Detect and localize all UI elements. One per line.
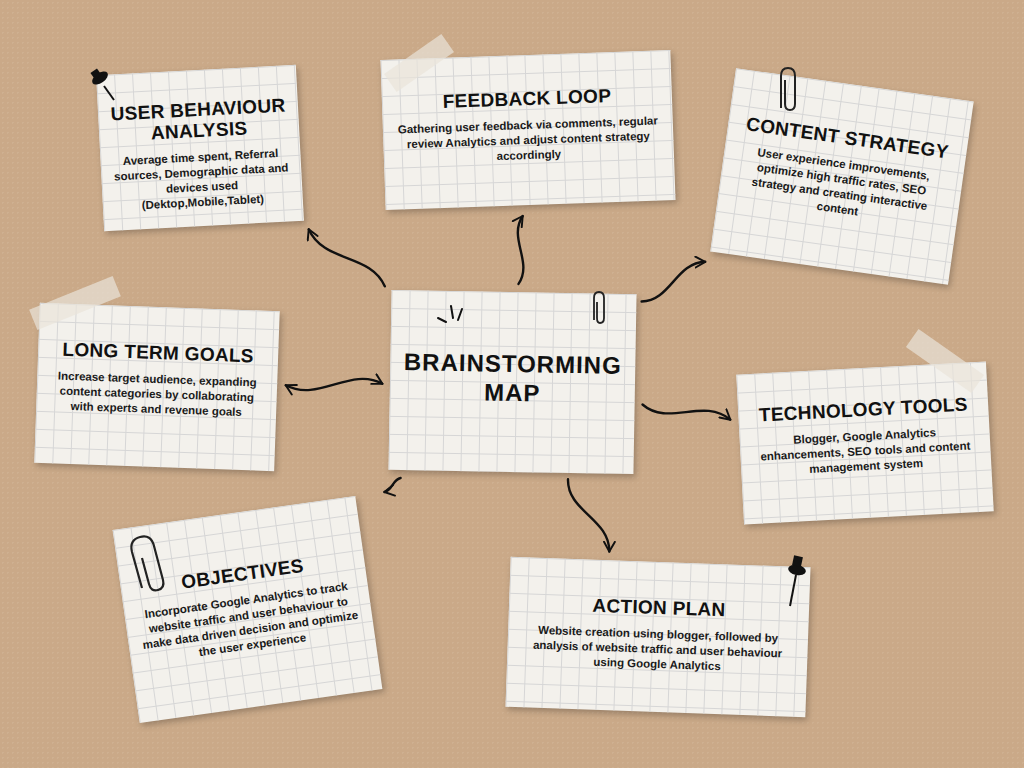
curly-arrow — [384, 478, 400, 492]
card-body: Average time spent, Referral sources, De… — [112, 145, 291, 214]
card-heading: TECHNOLOGY TOOLS — [750, 394, 977, 427]
note-card: ACTION PLANWebsite creation using blogge… — [505, 557, 810, 717]
central-note: BRAINSTORMING MAP — [388, 290, 636, 474]
push-pin — [787, 555, 807, 606]
tape-strip — [29, 276, 121, 330]
tape-strip — [384, 34, 454, 92]
curly-arrow — [643, 405, 731, 420]
note-card: OBJECTIVESIncorporate Google Analytics t… — [113, 496, 383, 723]
card-body: Blogger, Google Analytics enhancements, … — [751, 423, 979, 480]
card-heading: LONG TERM GOALS — [50, 339, 267, 367]
paper-clip — [131, 536, 163, 590]
note-card: FEEDBACK LOOPGathering user feedback via… — [380, 50, 675, 210]
paper-clip — [781, 68, 795, 110]
push-pin — [90, 68, 114, 100]
card-body: Website creation using blogger, followed… — [519, 622, 796, 676]
card-heading: FEEDBACK LOOP — [394, 84, 661, 114]
curly-arrow — [309, 229, 385, 286]
note-card: USER BEHAVIOUR ANALYSISAverage time spen… — [96, 65, 304, 231]
curly-arrow — [518, 216, 524, 284]
card-body: Increase target audience, expanding cont… — [48, 368, 265, 420]
note-card: CONTENT STRATEGYUser experience improvem… — [710, 68, 973, 285]
note-card: TECHNOLOGY TOOLSBlogger, Google Analytic… — [736, 362, 994, 525]
curly-arrow — [286, 379, 383, 390]
card-heading: ACTION PLAN — [521, 593, 798, 624]
card-heading: USER BEHAVIOUR ANALYSIS — [110, 95, 288, 146]
card-body: Gathering user feedback via comments, re… — [395, 113, 662, 167]
card-body: Incorporate Google Analytics to track we… — [136, 578, 363, 668]
paper-clip — [594, 292, 604, 323]
card-heading: BRAINSTORMING MAP — [402, 348, 624, 409]
curly-arrow — [568, 479, 609, 551]
note-card: LONG TERM GOALSIncrease target audience,… — [34, 303, 279, 471]
emphasis-marks — [438, 306, 462, 322]
curly-arrow — [642, 262, 706, 302]
tape-strip — [906, 329, 984, 393]
